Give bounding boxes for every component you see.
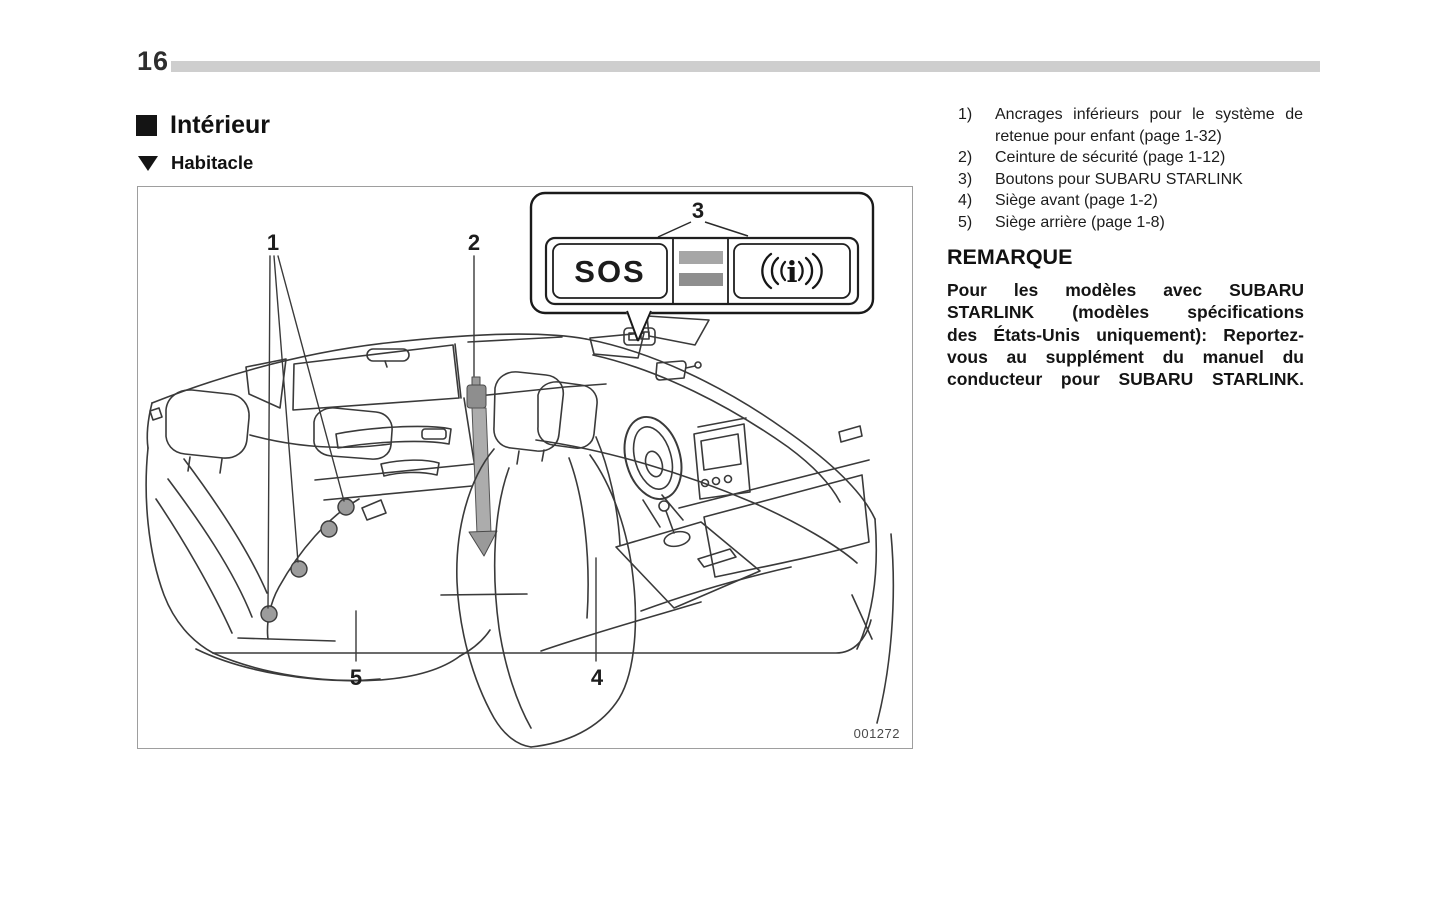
header-rule bbox=[171, 61, 1320, 72]
rear-seat-drawing bbox=[145, 389, 491, 682]
list-item-text: Ancrages inférieurs pour le système de r… bbox=[995, 106, 1303, 145]
list-item-text: Siège avant (page 1-2) bbox=[995, 192, 1158, 209]
list-item-number: 5) bbox=[958, 213, 973, 231]
sos-button bbox=[552, 243, 668, 299]
i-call-glyph: i bbox=[786, 255, 797, 289]
list-item-number: 4) bbox=[958, 192, 973, 209]
list-item: 4) Siège avant (page 1-2) bbox=[947, 190, 1319, 212]
note-line: des États-Unis uniquement): Reportez- bbox=[947, 324, 1304, 345]
note-line: STARLINK (modèles spécifications bbox=[947, 302, 1304, 323]
front-seat-drawing bbox=[440, 371, 637, 748]
door-armrest bbox=[335, 425, 452, 449]
figure-label-2: 2 bbox=[468, 230, 480, 255]
section-heading: Intérieur bbox=[136, 111, 270, 140]
steering-wheel bbox=[623, 415, 684, 528]
list-item: 1) Ancrages inférieurs pour le système d… bbox=[947, 104, 1319, 147]
door-handle bbox=[421, 428, 447, 440]
list-item-text: Boutons pour SUBARU STARLINK bbox=[995, 170, 1243, 188]
callout-pointer bbox=[625, 309, 653, 343]
list-item-text: Siège arrière (page 1-8) bbox=[995, 213, 1165, 231]
car-interior-figure: 1 2 5 4 3 SOS bbox=[145, 191, 900, 748]
section-title: Intérieur bbox=[170, 111, 271, 139]
triangle-down-icon bbox=[138, 155, 158, 171]
starlink-inset-callout: 3 SOS i bbox=[529, 191, 875, 343]
figure-label-4: 4 bbox=[591, 665, 604, 690]
list-item: 5) Siège arrière (page 1-8) bbox=[947, 212, 1319, 234]
list-item: 3) Boutons pour SUBARU STARLINK bbox=[947, 169, 1319, 191]
child-restraint-anchor-markers bbox=[260, 498, 355, 623]
figure-number: 001272 bbox=[854, 726, 900, 741]
interior-figure-frame: 1 2 5 4 3 SOS bbox=[137, 186, 913, 749]
i-call-button bbox=[733, 243, 851, 299]
note-line: vous au supplément du manuel du bbox=[947, 346, 1304, 367]
figure-label-1: 1 bbox=[267, 230, 279, 255]
button-panel bbox=[544, 236, 860, 306]
note-body: Pour les modèles avec SUBARU STARLINK (m… bbox=[947, 279, 1304, 390]
subsection-title: Habitacle bbox=[171, 152, 254, 173]
indicator-lights bbox=[679, 251, 723, 286]
sos-button-label: SOS bbox=[574, 254, 645, 289]
list-item-text: Ceinture de sécurité (page 1-12) bbox=[995, 149, 1226, 166]
windows-and-door bbox=[245, 336, 607, 501]
seat-belt-drawing bbox=[466, 376, 498, 557]
callout-leader-lines bbox=[267, 255, 597, 662]
dashboard-drawing bbox=[535, 417, 870, 578]
note-line: Pour les modèles avec SUBARU bbox=[947, 280, 1304, 300]
grab-handle bbox=[366, 348, 410, 362]
note-title: REMARQUE bbox=[947, 245, 1073, 269]
leader-1b bbox=[273, 255, 299, 563]
car-body-outline bbox=[146, 333, 895, 724]
list-item-number: 2) bbox=[958, 149, 973, 166]
section-square-icon bbox=[136, 115, 157, 136]
note-line: conducteur pour SUBARU STARLINK. bbox=[947, 369, 1304, 390]
list-item-number: 3) bbox=[958, 170, 973, 188]
glove-box bbox=[703, 474, 870, 578]
leader-1c bbox=[277, 255, 345, 502]
list-item: 2) Ceinture de sécurité (page 1-12) bbox=[947, 147, 1319, 169]
leader-1a bbox=[267, 255, 271, 609]
page-number: 16 bbox=[137, 46, 170, 76]
center-console-drawing bbox=[540, 500, 792, 652]
list-item-number: 1) bbox=[958, 106, 973, 123]
overhead-console-and-mirror bbox=[589, 315, 710, 381]
i-call-icon bbox=[761, 252, 823, 290]
figure-label-5: 5 bbox=[350, 665, 362, 690]
floor-line bbox=[212, 619, 872, 654]
figure-label-3: 3 bbox=[692, 198, 704, 223]
legend-list: 1) Ancrages inférieurs pour le système d… bbox=[947, 104, 1319, 233]
subsection-heading: Habitacle bbox=[138, 152, 253, 174]
